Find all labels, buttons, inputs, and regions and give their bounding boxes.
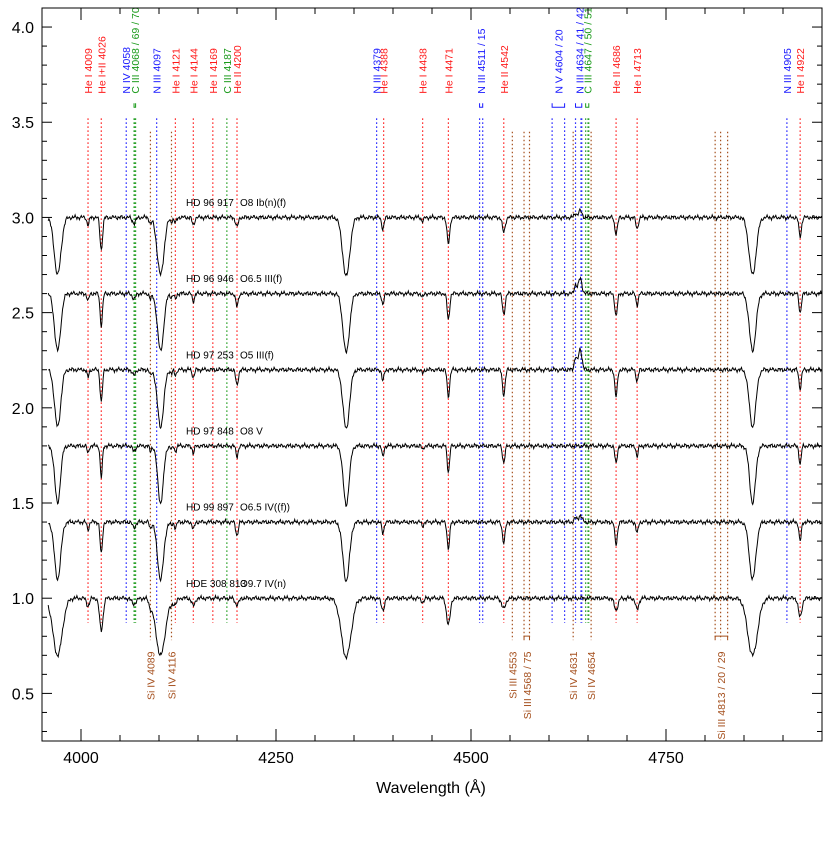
x-tick-label: 4250: [258, 750, 294, 767]
blend-bracket: [575, 103, 583, 108]
y-tick-label: 3.0: [12, 210, 34, 227]
plot-frame: [41, 7, 823, 742]
blend-bracket: [523, 635, 530, 641]
star-name: HD 96 917: [186, 198, 234, 209]
spectrum-line: [48, 513, 822, 583]
star-sptype: O6.5 IV((f)): [240, 503, 290, 514]
y-tick-label: 1.0: [12, 591, 34, 608]
star-name: HD 97 848: [186, 426, 234, 437]
y-tick-label: 3.5: [12, 115, 34, 132]
spectrum-line: [47, 276, 822, 355]
line-label: C III 4647 / 50 / 51: [582, 7, 594, 94]
star-name: HD 97 253: [186, 350, 234, 361]
blend-bracket: [133, 103, 137, 108]
line-label: Si III 4568 / 75: [522, 651, 534, 719]
y-tick-label: 1.5: [12, 496, 34, 513]
blend-bracket: [479, 103, 484, 108]
y-tick-label: 2.5: [12, 306, 34, 323]
spectra: [47, 207, 822, 661]
line-label: He I 4713: [632, 48, 644, 94]
line-label: He I 4922: [795, 48, 807, 94]
line-label: Si IV 4631: [568, 651, 580, 700]
star-sptype: O8 V: [240, 426, 263, 437]
line-label: He I 4388: [379, 48, 391, 94]
line-label: C III 4068 / 69 / 70: [130, 7, 142, 94]
spectrum-line: [47, 593, 822, 661]
line-label: N III 4905: [782, 48, 794, 94]
line-label: He II 4686: [611, 45, 623, 94]
line-label: He II 4542: [499, 45, 511, 94]
x-tick-label: 4000: [63, 750, 99, 767]
line-label: Si IV 4654: [586, 651, 598, 700]
star-name: HD 96 946: [186, 274, 234, 285]
spectrum-line: [47, 207, 822, 278]
line-label: He I 4144: [188, 48, 200, 94]
y-tick-label: 2.0: [12, 401, 34, 418]
line-label: He I 4121: [170, 48, 182, 94]
line-label: Si IV 4116: [166, 651, 178, 699]
line-label: He I 4009: [83, 48, 95, 94]
star-sptype: O6.5 III(f): [240, 274, 282, 285]
star-sptype: O8 Ib(n)(f): [240, 198, 286, 209]
x-tick-label: 4750: [648, 750, 684, 767]
star-sptype: O9.7 IV(n): [240, 579, 286, 590]
y-tick-label: 4.0: [12, 20, 34, 37]
x-axis-label: Wavelength (Å): [376, 778, 486, 797]
line-label: He I 4438: [418, 48, 430, 94]
line-label: Si III 4813 / 20 / 29: [716, 651, 728, 739]
line-label: N III 4379: [372, 48, 384, 94]
line-label: Si III 4553: [507, 651, 519, 698]
line-label: N IV 4058: [121, 47, 133, 94]
spectrum-line: [48, 347, 822, 430]
line-label: N III 4511 / 15: [476, 28, 488, 93]
spectrum-line: [47, 441, 822, 507]
line-label: Si IV 4089: [145, 651, 157, 700]
line-label: N V 4604 / 20: [553, 29, 565, 93]
blend-bracket: [551, 103, 566, 108]
star-name: HDE 308 813: [186, 579, 246, 590]
line-label: N III 4634 / 41 / 42: [574, 7, 586, 94]
axes: 0.5 1.0 1.5 2.0 2.5 3.0 3.5 4.0 4000 4250 4500 4750: [12, 7, 823, 767]
blend-bracket: [585, 103, 590, 108]
line-label: He II 4200: [232, 45, 244, 94]
line-label: He I+II 4026: [96, 36, 108, 94]
blend-bracket: [714, 635, 729, 641]
y-tick-label: 0.5: [12, 686, 34, 703]
star-name: HD 99 897: [186, 503, 234, 514]
star-labels: HD 96 917 O8 Ib(n)(f) HD 96 946 O6.5 III(f)…: [186, 198, 290, 590]
x-tick-label: 4500: [453, 750, 489, 767]
line-label: N III 4097: [152, 48, 164, 94]
line-label: He I 4169: [208, 48, 220, 94]
line-label: C III 4187: [222, 48, 234, 94]
star-sptype: O5 III(f): [240, 350, 274, 361]
line-label: He I 4471: [443, 48, 455, 94]
